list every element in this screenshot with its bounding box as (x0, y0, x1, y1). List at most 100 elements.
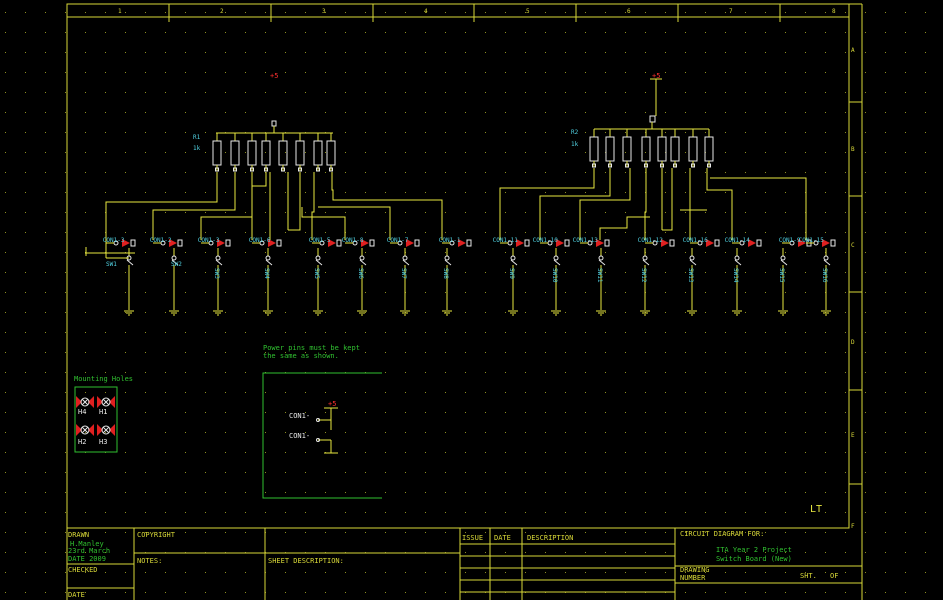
resistor-element (313, 140, 323, 166)
date-line: DATE 2009 (68, 555, 106, 563)
connector-label: CON1-15 (799, 237, 825, 244)
switch-lever (265, 259, 273, 266)
switch-lever (402, 259, 410, 266)
connector-13[interactable] (690, 239, 720, 247)
drawn-by: H.Manley (70, 540, 104, 548)
issue-date-label: DATE (494, 534, 511, 542)
connector-9[interactable] (500, 239, 530, 247)
switch-contact (780, 255, 786, 261)
connector-label: CON1-7 (387, 237, 409, 244)
drawn-date: 23rd March (68, 547, 110, 555)
project-line-2: Switch Board (New) (716, 555, 792, 563)
resistor-network-r1[interactable]: R1 1k (193, 120, 336, 172)
switch-contact (215, 255, 221, 261)
checked-label: CHECKED (68, 566, 98, 574)
drawn-label: DRAWN (68, 531, 89, 539)
switch-label: SW5 (313, 268, 320, 279)
switch-label: SW6 (357, 268, 364, 279)
connector-2[interactable] (153, 239, 183, 247)
resistor-ref: R2 (571, 129, 579, 136)
switch-lever (780, 259, 788, 266)
switch-contact (553, 255, 559, 261)
connector-label: CON1-10 (533, 237, 559, 244)
mounting-hole[interactable] (76, 424, 94, 436)
connector-7[interactable] (390, 239, 420, 247)
switch-label: SW2 (171, 261, 182, 268)
switch-label: SW7 (400, 268, 407, 279)
pullup-wires (105, 168, 807, 258)
mounting-hole[interactable] (76, 396, 94, 408)
column-ticks (168, 4, 781, 22)
background-grid (5, 12, 926, 593)
switch-contact (359, 255, 365, 261)
switch-11[interactable]: SW11 (596, 248, 606, 316)
circuit-label: CIRCUIT DIAGRAM FOR: (680, 530, 764, 538)
switch-5[interactable]: SW5 (313, 248, 323, 316)
sheet-of: OF (830, 572, 838, 580)
connector-8[interactable] (442, 239, 472, 247)
switch-contact (689, 255, 695, 261)
switch-14[interactable]: SW14 (732, 248, 742, 316)
row-ticks (849, 101, 862, 485)
connector-10[interactable] (540, 239, 570, 247)
switch-15[interactable]: SW15 (778, 248, 788, 316)
power-label: +5 (270, 72, 278, 80)
connector-label: CON1-3 (198, 237, 220, 244)
switch-contact (265, 255, 271, 261)
connector-12[interactable] (645, 239, 675, 247)
switch-13[interactable]: SW13 (687, 248, 697, 316)
power-connector-box[interactable]: +5 CON1- CON1- (262, 372, 382, 499)
switch-2[interactable]: SW2 (169, 248, 182, 316)
connector-label: CON1-8 (342, 237, 364, 244)
switch-label: SW3 (213, 268, 220, 279)
switch-8[interactable]: SW8 (442, 248, 452, 316)
resistor-network-r2[interactable]: R2 1k (571, 115, 714, 168)
connector-label: CON1-12 (638, 237, 664, 244)
switch-6[interactable]: SW6 (357, 248, 367, 316)
power-label: +5 (652, 72, 660, 80)
switch-3[interactable]: SW3 (213, 248, 223, 316)
power-symbol-left[interactable]: +5 (270, 72, 278, 80)
switch-16[interactable]: SW16 (821, 248, 831, 316)
connector-3[interactable] (201, 239, 231, 247)
switch-7[interactable]: SW7 (400, 248, 410, 316)
hole-label-h3: H3 (99, 438, 107, 446)
switch-lever (315, 259, 323, 266)
resistor-element (704, 136, 714, 162)
row-label: F (851, 523, 855, 530)
connector-label: CON1-5 (309, 237, 331, 244)
switch-4[interactable]: SW4 (263, 248, 273, 316)
row-label: A (851, 47, 855, 54)
resistor-element (641, 136, 651, 162)
connector-label: CON1-9 (779, 237, 801, 244)
switch-12[interactable]: SW12 (640, 248, 650, 316)
column-label: 2 (220, 8, 224, 15)
power-label: +5 (328, 400, 336, 408)
connector-16[interactable] (806, 239, 836, 247)
connector-5[interactable] (312, 239, 342, 247)
switch-contact (598, 255, 604, 261)
connector-1[interactable] (106, 239, 136, 247)
column-label: 7 (729, 8, 733, 15)
connector-4[interactable] (252, 239, 282, 247)
hole-label-h2: H2 (78, 438, 86, 446)
connector-14[interactable] (732, 239, 762, 247)
mounting-hole[interactable] (97, 396, 115, 408)
corner-text: LT (810, 504, 822, 515)
connector-11[interactable] (580, 239, 610, 247)
column-label: 3 (322, 8, 326, 15)
switch-10[interactable]: SW10 (551, 248, 561, 316)
switch-label: SW8 (442, 268, 449, 279)
resistor-element (326, 140, 336, 166)
power-symbol-right[interactable]: +5 (650, 72, 662, 116)
switch-label: SW16 (821, 268, 828, 283)
mounting-hole[interactable] (97, 424, 115, 436)
resistor-ref: R1 (193, 134, 201, 141)
switch-contact (642, 255, 648, 261)
mounting-holes[interactable]: Mounting Holes H4 H1 H2 H3 (74, 375, 133, 453)
connector-6[interactable] (345, 239, 375, 247)
switch-9[interactable]: SW9 (508, 248, 518, 316)
